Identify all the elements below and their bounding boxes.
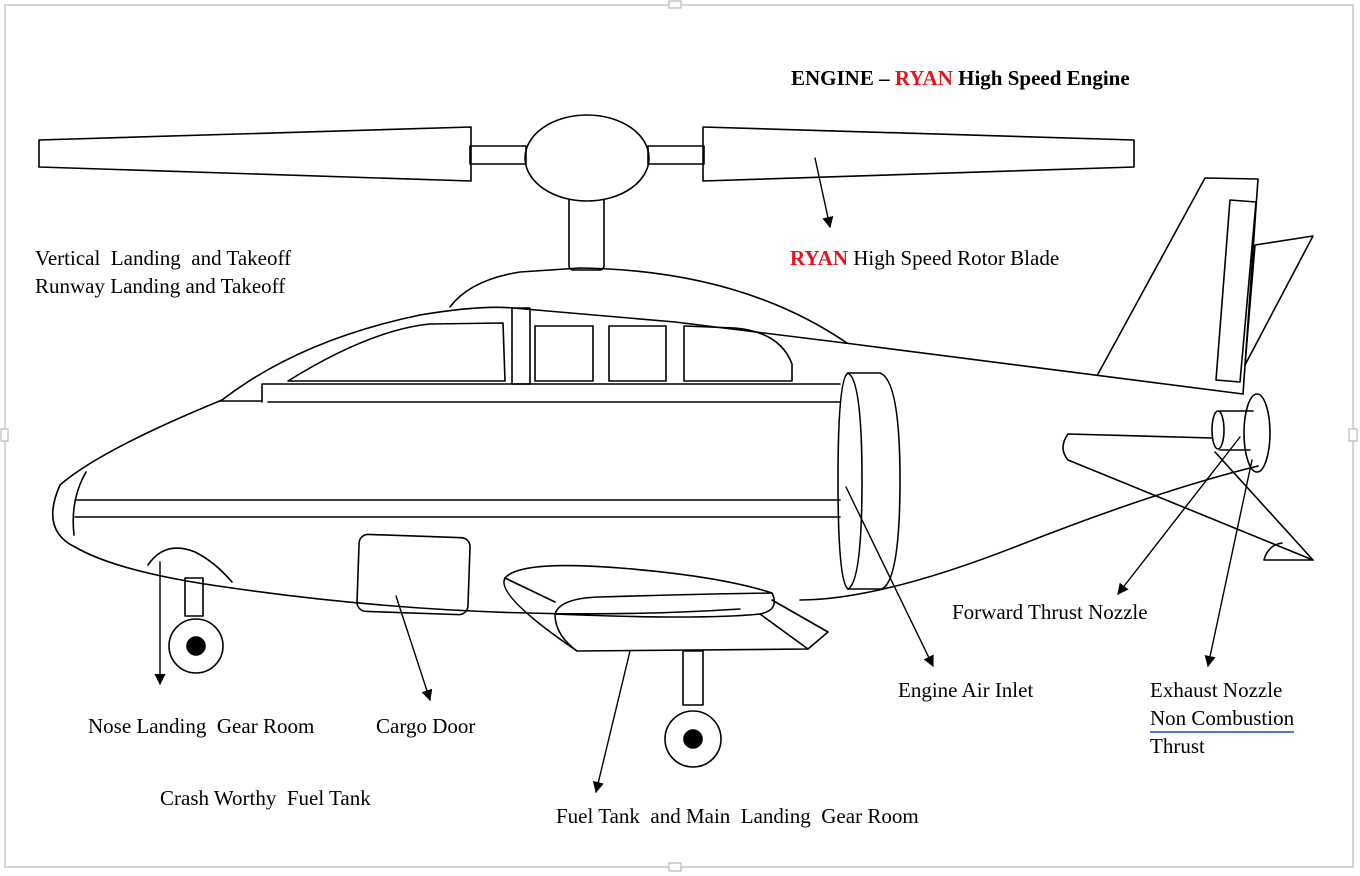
engine-title-prefix: ENGINE – <box>791 66 895 90</box>
cargo-door <box>356 533 471 616</box>
cockpit-windows <box>287 307 793 385</box>
non-combustion-text: Non Combustion <box>1150 706 1295 733</box>
main-rotor <box>38 114 1135 271</box>
engine-air-inlet-label: Engine Air Inlet <box>898 678 1034 702</box>
main-gear-label: Fuel Tank and Main Landing Gear Room <box>556 804 919 828</box>
main-landing-gear <box>664 650 722 768</box>
non-combustion-label: Non Combustion <box>1150 704 1295 733</box>
nose-landing-gear <box>147 547 233 674</box>
engine-title-brand: RYAN <box>894 66 953 90</box>
rotor-blade-label: RYAN High Speed Rotor Blade <box>790 244 1059 272</box>
sponson <box>503 564 829 652</box>
cargo-door-label: Cargo Door <box>376 714 476 738</box>
label-arrows <box>154 157 1253 794</box>
nose-gear-label: Nose Landing Gear Room <box>88 714 315 738</box>
tail-nozzles <box>1211 393 1271 473</box>
engine-title: ENGINE – RYAN High Speed Engine <box>791 64 1130 92</box>
horizontal-stabilizer <box>1062 433 1314 561</box>
engine-cowling <box>449 267 848 344</box>
rotor-brand: RYAN <box>790 246 848 270</box>
vertical-landing-label: Vertical Landing and Takeoff <box>35 246 292 270</box>
tail-fin <box>1097 177 1314 395</box>
runway-landing-label: Runway Landing and Takeoff <box>35 274 286 298</box>
engine-title-suffix: High Speed Engine <box>952 66 1130 90</box>
exhaust-nozzle-label: Exhaust Nozzle <box>1150 678 1283 702</box>
thrust-label: Thrust <box>1150 734 1205 758</box>
crash-fuel-tank-label: Crash Worthy Fuel Tank <box>160 786 371 810</box>
rotor-text: High Speed Rotor Blade <box>848 246 1060 270</box>
engine-air-inlet <box>837 372 901 590</box>
forward-thrust-nozzle-label: Forward Thrust Nozzle <box>952 600 1148 624</box>
fuselage <box>51 306 1259 615</box>
